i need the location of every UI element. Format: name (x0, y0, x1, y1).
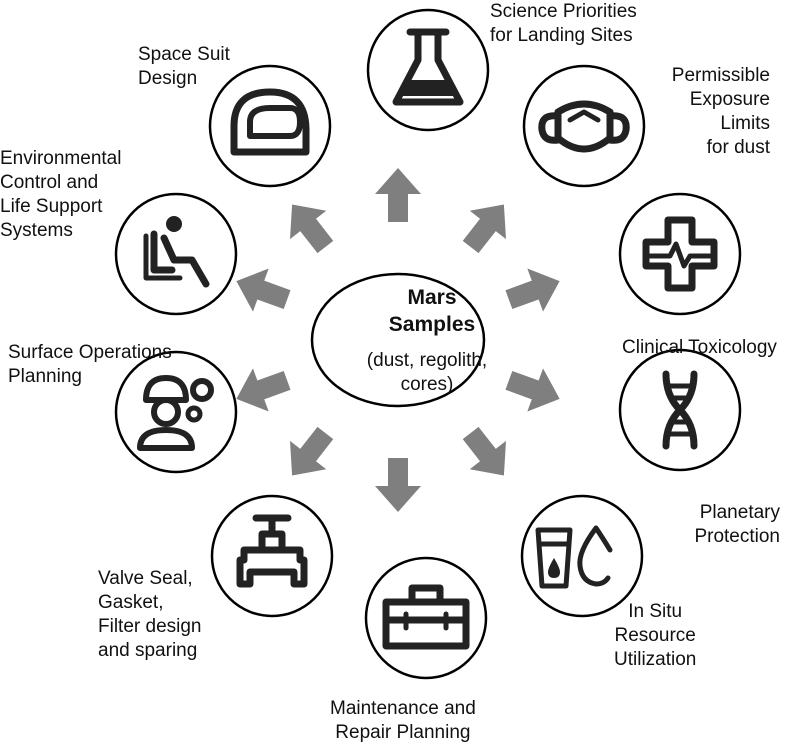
face-mask-icon (538, 100, 630, 153)
valve-icon (236, 514, 308, 588)
flask-icon (392, 28, 464, 106)
label-clinical-toxicology: Clinical Toxicology (622, 337, 777, 358)
node-exposure (522, 64, 646, 188)
center-title-line-1: Mars (407, 286, 456, 309)
center-node: Mars Samples (dust, regolith, cores) (310, 272, 487, 408)
center-subtitle-line-1: (dust, regolith, (367, 350, 487, 371)
seated-person-icon (143, 216, 210, 288)
node-maintenance (364, 556, 488, 680)
label-eclss: Environmental Control and Life Support S… (0, 148, 122, 241)
label-space-suit: Space Suit Design (138, 44, 230, 89)
node-suit (208, 64, 332, 188)
medical-cross-icon (642, 216, 718, 292)
label-valve-seal: Valve Seal, Gasket, Filter design and sp… (98, 568, 202, 661)
center-subtitle-line-2: cores) (401, 374, 454, 395)
arrow-10 (289, 204, 334, 254)
dna-icon (662, 370, 698, 450)
node-isru (520, 494, 644, 618)
water-oxygen-icon (535, 525, 613, 589)
arrow-2 (462, 204, 507, 254)
node-valve (210, 494, 334, 618)
center-title-line-2: Samples (389, 313, 475, 336)
arrow-7 (289, 426, 334, 476)
toolbox-icon (382, 584, 470, 650)
label-planetary-protection: Planetary Protection (694, 502, 780, 547)
label-permissible-exposure: Permissible Exposure Limits for dust (671, 65, 770, 158)
arrow-1 (375, 168, 421, 222)
arrow-5 (462, 426, 507, 476)
label-surface-operations: Surface Operations Planning (8, 342, 172, 387)
node-surface (114, 350, 238, 474)
helmet-icon (230, 88, 310, 156)
arrow-9 (236, 268, 291, 312)
arrow-4 (505, 368, 560, 412)
arrow-8 (236, 368, 291, 412)
arrow-3 (505, 268, 560, 312)
node-science (366, 8, 490, 132)
node-eclss (114, 192, 238, 316)
label-in-situ-resource: In Situ Resource Utilization (614, 601, 697, 670)
arrow-6 (375, 458, 421, 512)
worker-gears-icon (137, 375, 214, 451)
label-maintenance-repair: Maintenance and Repair Planning (330, 698, 476, 743)
node-planetary (618, 348, 742, 472)
label-science-priorities: Science Priorities for Landing Sites (490, 1, 637, 46)
node-toxicology (618, 192, 742, 316)
